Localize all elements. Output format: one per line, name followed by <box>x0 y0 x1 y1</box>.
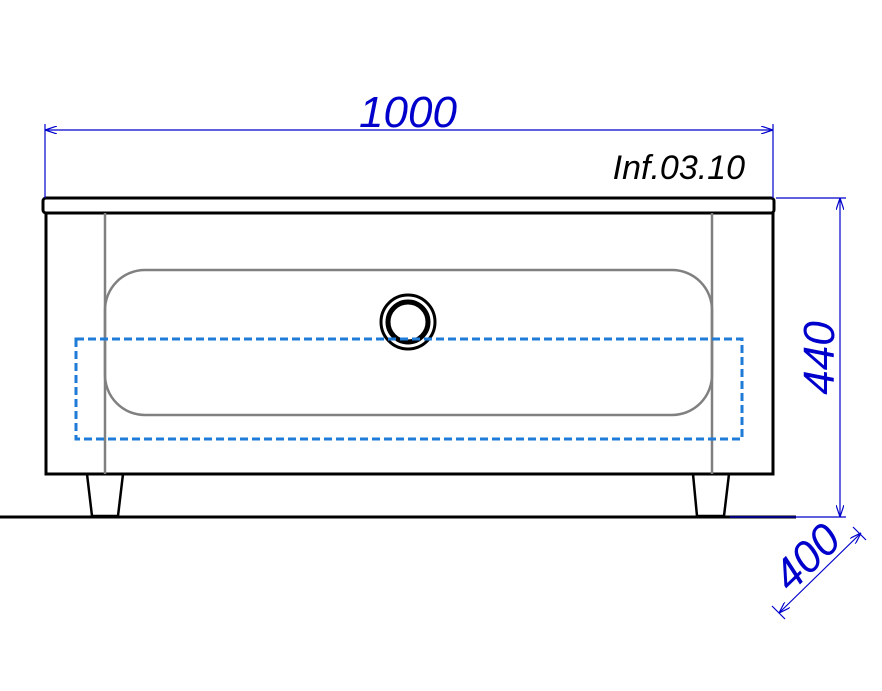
drain-inner <box>385 299 431 345</box>
height-dimension-label: 440 <box>795 321 844 395</box>
basin-outline <box>103 268 714 417</box>
drain-icon <box>379 293 437 351</box>
right-leg <box>691 473 731 518</box>
depth-dimension-line <box>779 533 861 613</box>
depth-dimension-label: 400 <box>764 514 851 601</box>
left-leg <box>85 473 125 518</box>
countertop <box>41 196 776 215</box>
drawer-outline <box>74 337 744 441</box>
model-code-label: Inf.03.10 <box>613 149 745 187</box>
depth-extension-a <box>852 526 867 541</box>
width-dimension-label: 1000 <box>359 88 457 137</box>
depth-extension-b <box>771 605 786 620</box>
